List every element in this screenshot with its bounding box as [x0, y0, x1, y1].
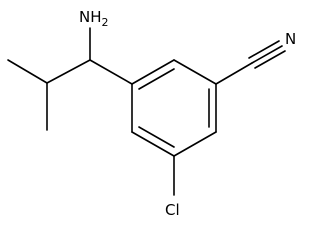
nitrile-nitrogen-label: N	[285, 30, 296, 48]
nitrile-triple-bond	[248, 40, 286, 69]
ring-double-bond-1	[138, 68, 175, 90]
ring-bond-4	[173, 131, 217, 157]
ring-bond-1	[131, 59, 175, 85]
bond-ring-nitrile-c	[215, 62, 253, 85]
chlorine-label: Cl	[165, 201, 180, 219]
amine-label: NH2	[79, 8, 109, 29]
bond-methyl1-ch	[7, 59, 48, 84]
molecule-diagram: NH2 N Cl	[7, 8, 296, 219]
ring-bond-5	[131, 131, 175, 157]
ring-bond-2	[173, 59, 217, 85]
benzene-ring	[131, 59, 217, 157]
bond-alpha-ring	[89, 59, 133, 85]
bond-ch-alpha	[46, 59, 91, 84]
ring-double-bond-3	[138, 126, 175, 148]
